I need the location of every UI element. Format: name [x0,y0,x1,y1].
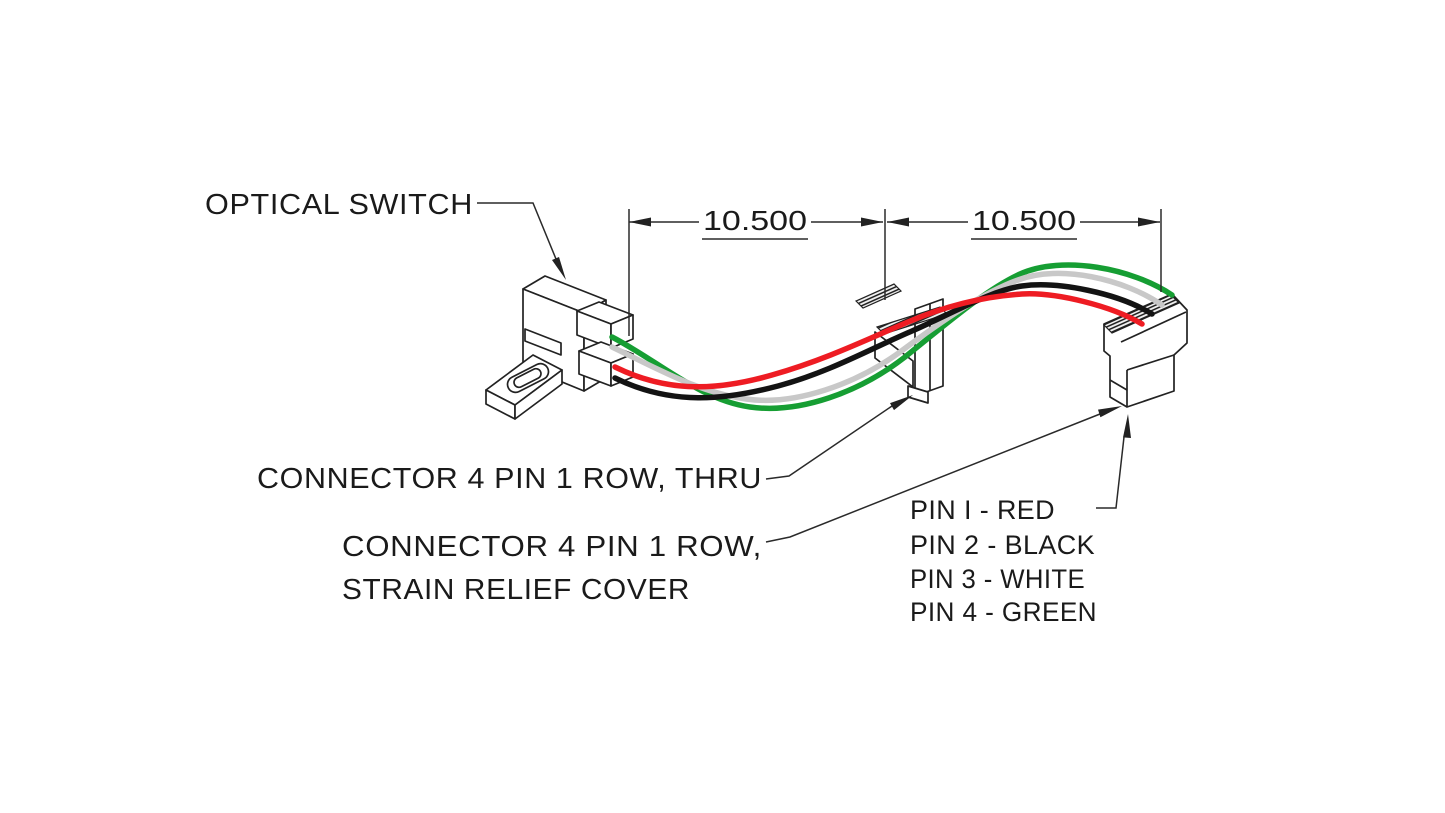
thru-body-foot [907,385,929,404]
dim-arrow-left-in [861,217,883,227]
wire-black [612,282,1155,401]
dimension-text-right: 10.500 [972,205,1076,236]
connector-thru-label: CONNECTOR 4 PIN 1 ROW, THRU [257,463,762,495]
leader-arrow-connector-strain [1098,406,1122,418]
wire-red [612,291,1145,390]
wire-green [609,262,1175,412]
text-labels: OPTICAL SWITCH CONNECTOR 4 PIN 1 ROW, TH… [205,189,762,606]
pin-legend-line-4: PIN 4 - GREEN [910,597,1097,627]
leader-connector-strain [765,413,1101,543]
dimension-text-left: 10.500 [703,205,807,236]
wire-bundle [609,262,1175,412]
optical-switch-label: OPTICAL SWITCH [205,189,473,221]
mounting-slot-outer [506,362,550,394]
dim-arrow-right-in [887,217,909,227]
leader-arrow-pin-legend [1123,414,1131,438]
dimensions: 10.500 10.500 [628,205,1162,336]
switch-optical-gap [524,328,562,356]
mounting-slot-inner [513,367,542,389]
leader-arrow-connector-thru [890,395,913,411]
strain-topface-edge [1120,311,1187,343]
connector-strain-label-line1: CONNECTOR 4 PIN 1 ROW, [342,531,762,563]
strain-tab-top-edge [1126,354,1175,371]
connector-thru-drawing [854,283,949,404]
thru-header-strip-1 [854,283,903,309]
mounting-ear-front [514,369,563,420]
dim-arrow-left-out [629,217,651,227]
strain-step-edge [1109,379,1128,391]
pin-legend-line-3: PIN 3 - WHITE [910,564,1085,594]
pin-legend-line-1: PIN I - RED [910,495,1055,525]
pin-legend-line-2: PIN 2 - BLACK [910,530,1095,560]
leader-lines [477,202,1131,543]
leader-optical-switch [477,202,557,260]
dim-arrow-right-out [1138,217,1160,227]
leader-pin-legend [1096,436,1125,509]
leader-connector-thru [765,403,896,480]
pin-legend: PIN I - RED PIN 2 - BLACK PIN 3 - WHITE … [910,495,1097,627]
optical-switch-drawing [485,275,634,420]
connector-strain-label-line2: STRAIN RELIEF COVER [342,574,690,606]
leader-arrow-optical-switch [552,257,566,280]
